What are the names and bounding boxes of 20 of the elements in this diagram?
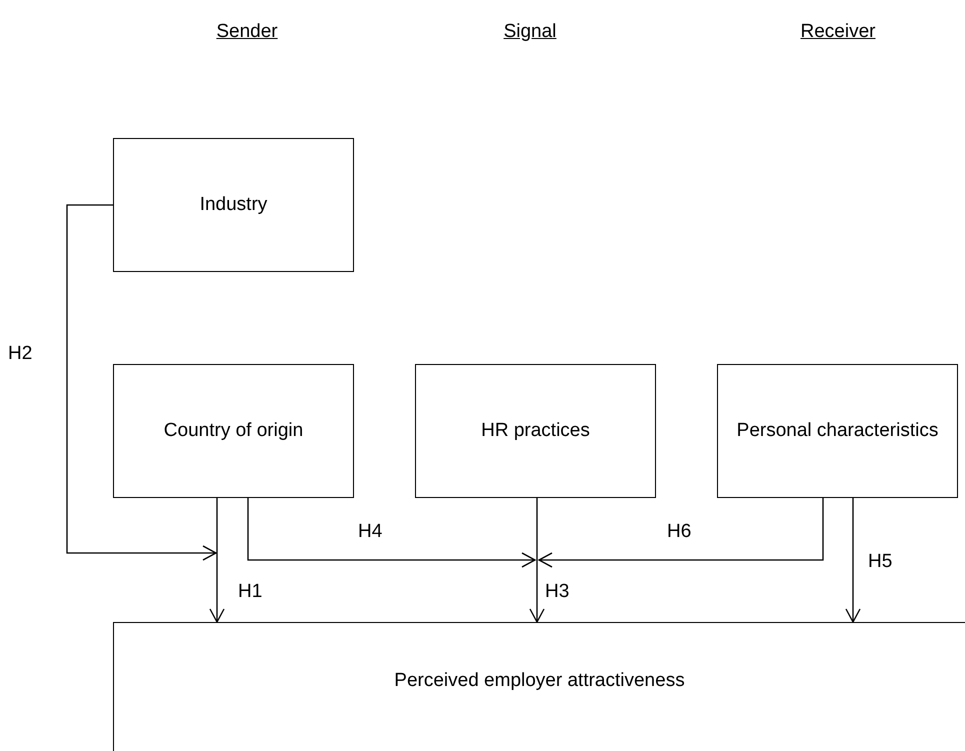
- arrow: [538, 498, 824, 568]
- construct-box: Country of origin: [113, 364, 354, 498]
- arrow: [209, 498, 225, 623]
- construct-box: Personal characteristics: [717, 364, 958, 498]
- edge-label: H6: [667, 520, 692, 544]
- column-heading: Signal: [504, 20, 556, 44]
- arrow: [66, 204, 217, 561]
- construct-box: HR practices: [415, 364, 656, 498]
- edge-label: H2: [8, 342, 32, 366]
- column-heading: Sender: [216, 20, 278, 44]
- arrow: [247, 498, 536, 568]
- edge-label: H5: [868, 550, 892, 574]
- arrow: [845, 498, 861, 623]
- arrow: [529, 498, 545, 623]
- edge-label: H4: [358, 520, 382, 544]
- construct-box: Industry: [113, 138, 354, 272]
- edge-label: H3: [545, 580, 570, 604]
- column-heading: Receiver: [800, 20, 876, 44]
- outcome-box: Perceived employer attractiveness: [113, 622, 965, 751]
- edge-label: H1: [238, 580, 262, 604]
